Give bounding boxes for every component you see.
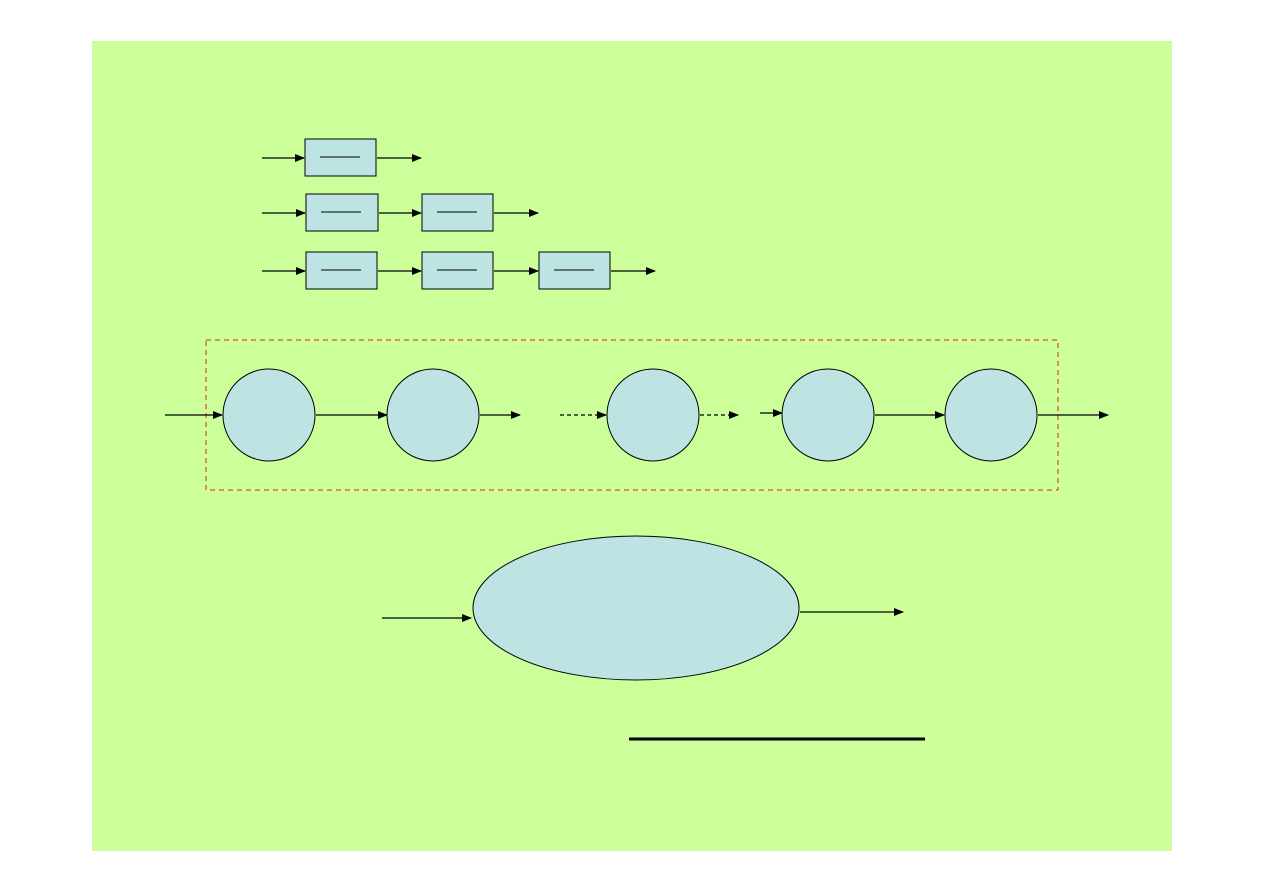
- stage-node-1: [222, 368, 316, 462]
- combined-node: [472, 535, 800, 681]
- stage-node-4: [781, 368, 875, 462]
- combined-system: [382, 535, 904, 681]
- block-chain-1: [262, 138, 422, 177]
- block-chain-2: [262, 193, 539, 232]
- block: [421, 193, 494, 232]
- stage-node-3: [606, 368, 700, 462]
- stage-chain: [165, 368, 1109, 462]
- stage-node-5: [944, 368, 1038, 462]
- block-chain-3: [262, 251, 656, 290]
- stage-node-2: [386, 368, 480, 462]
